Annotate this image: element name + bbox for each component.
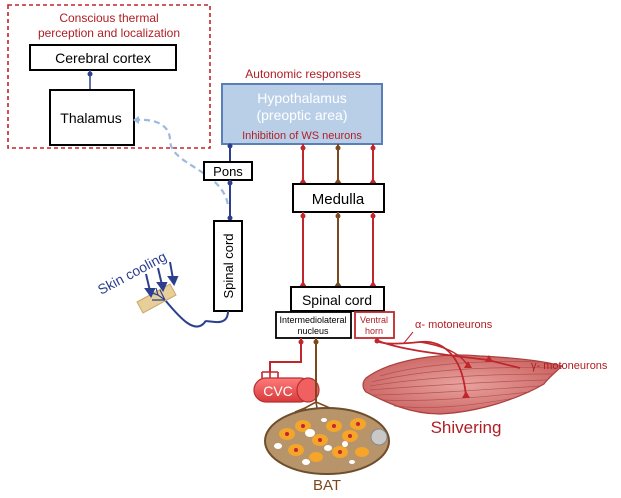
thalamus-label: Thalamus: [60, 110, 121, 126]
inhibition-label: Inhibition of WS neurons: [242, 130, 362, 142]
thalamus-box: [49, 89, 135, 146]
spinal-top-synapse: [227, 215, 233, 221]
conscious-label-line1: Conscious thermal: [59, 11, 158, 25]
medulla-box: [292, 183, 385, 213]
cerebral-cortex-box: [29, 44, 177, 71]
bat-synapse: [313, 339, 319, 345]
gamma-terminal-1: [485, 355, 493, 362]
terminal-med-2: [334, 178, 342, 184]
conscious-label-line2: perception and localization: [38, 26, 180, 40]
ventral-horn-label-line1: Ventral: [360, 315, 388, 325]
cvc-terminals: [261, 371, 279, 378]
alpha-motoneurons-label: α- motoneurons: [415, 319, 493, 331]
terminal-sc-3: [369, 281, 377, 287]
gamma-motoneuron-pathway: [375, 339, 521, 369]
bat-lipid-droplets: [274, 418, 355, 465]
skin-afferent-pathway: [164, 299, 229, 328]
cortex-synapse: [87, 71, 93, 77]
alpha-terminal: [462, 391, 470, 398]
skin-patch: [136, 283, 177, 314]
thalamus-arrowhead: [133, 116, 139, 124]
bat-grey-nucleus: [370, 428, 388, 446]
shivering-label: Shivering: [431, 418, 502, 437]
synapse-med-2: [335, 213, 341, 219]
skin-receptor-endings: [151, 287, 166, 301]
cooling-arrows: [144, 261, 179, 299]
hypothalamus-label-line1: Hypothalamus: [257, 90, 347, 106]
spinal-cord-vertical-box: [213, 220, 243, 312]
intermediolateral-label-line1: Intermediolateral: [279, 315, 346, 325]
hypothalamus-blue-synapse: [227, 143, 233, 149]
medulla-spinal-pathways: [302, 212, 374, 286]
terminal-med-3: [369, 178, 377, 184]
terminal-med-1: [299, 178, 307, 184]
terminal-sc-1: [299, 281, 307, 287]
cvc-pathway: [269, 338, 302, 372]
cerebral-cortex-label: Cerebral cortex: [55, 50, 151, 66]
ventral-horn-label-line2: horn: [365, 326, 383, 336]
hypothalamus-label-line2: (preoptic area): [256, 107, 347, 123]
terminal-sc-2: [334, 281, 342, 287]
autonomic-responses-label: Autonomic responses: [245, 67, 360, 81]
muscle: [362, 354, 564, 415]
cvc-label: CVC: [263, 383, 293, 399]
synapse-hyp-2: [335, 145, 341, 151]
synapse-hyp-3: [370, 145, 376, 151]
spinal-cord-vertical-label: Spinal cord: [221, 233, 236, 298]
pons-blue-synapse: [227, 180, 233, 186]
bat-label: BAT: [313, 477, 341, 494]
conscious-perception-region: [7, 4, 211, 149]
cvc-synapse: [298, 339, 304, 345]
thalamus-dashed-pathway: [133, 118, 230, 206]
medulla-label: Medulla: [312, 191, 365, 208]
bat-cells: [279, 418, 369, 462]
spinal-cord-label: Spinal cord: [302, 292, 372, 308]
cvc-vessel-end: [296, 377, 320, 403]
intermediolateral-box: [275, 311, 352, 339]
alpha-label-leader: [403, 331, 414, 344]
gamma-motoneurons-label: γ- motoneurons: [531, 360, 608, 372]
synapse-med-1: [300, 213, 306, 219]
ventral-horn-synapse: [374, 338, 380, 344]
motoneuron-branch: [419, 341, 469, 367]
synapse-med-3: [370, 213, 376, 219]
ventral-horn-box: [354, 311, 395, 339]
muscle-striations: [369, 361, 557, 408]
gamma-terminal-2: [464, 361, 472, 368]
spinal-cord-box: [290, 286, 385, 312]
pons-box: [203, 161, 253, 181]
pons-label: Pons: [213, 164, 243, 179]
intermediolateral-label-line2: nucleus: [297, 326, 329, 336]
synapse-hyp-1: [300, 145, 306, 151]
